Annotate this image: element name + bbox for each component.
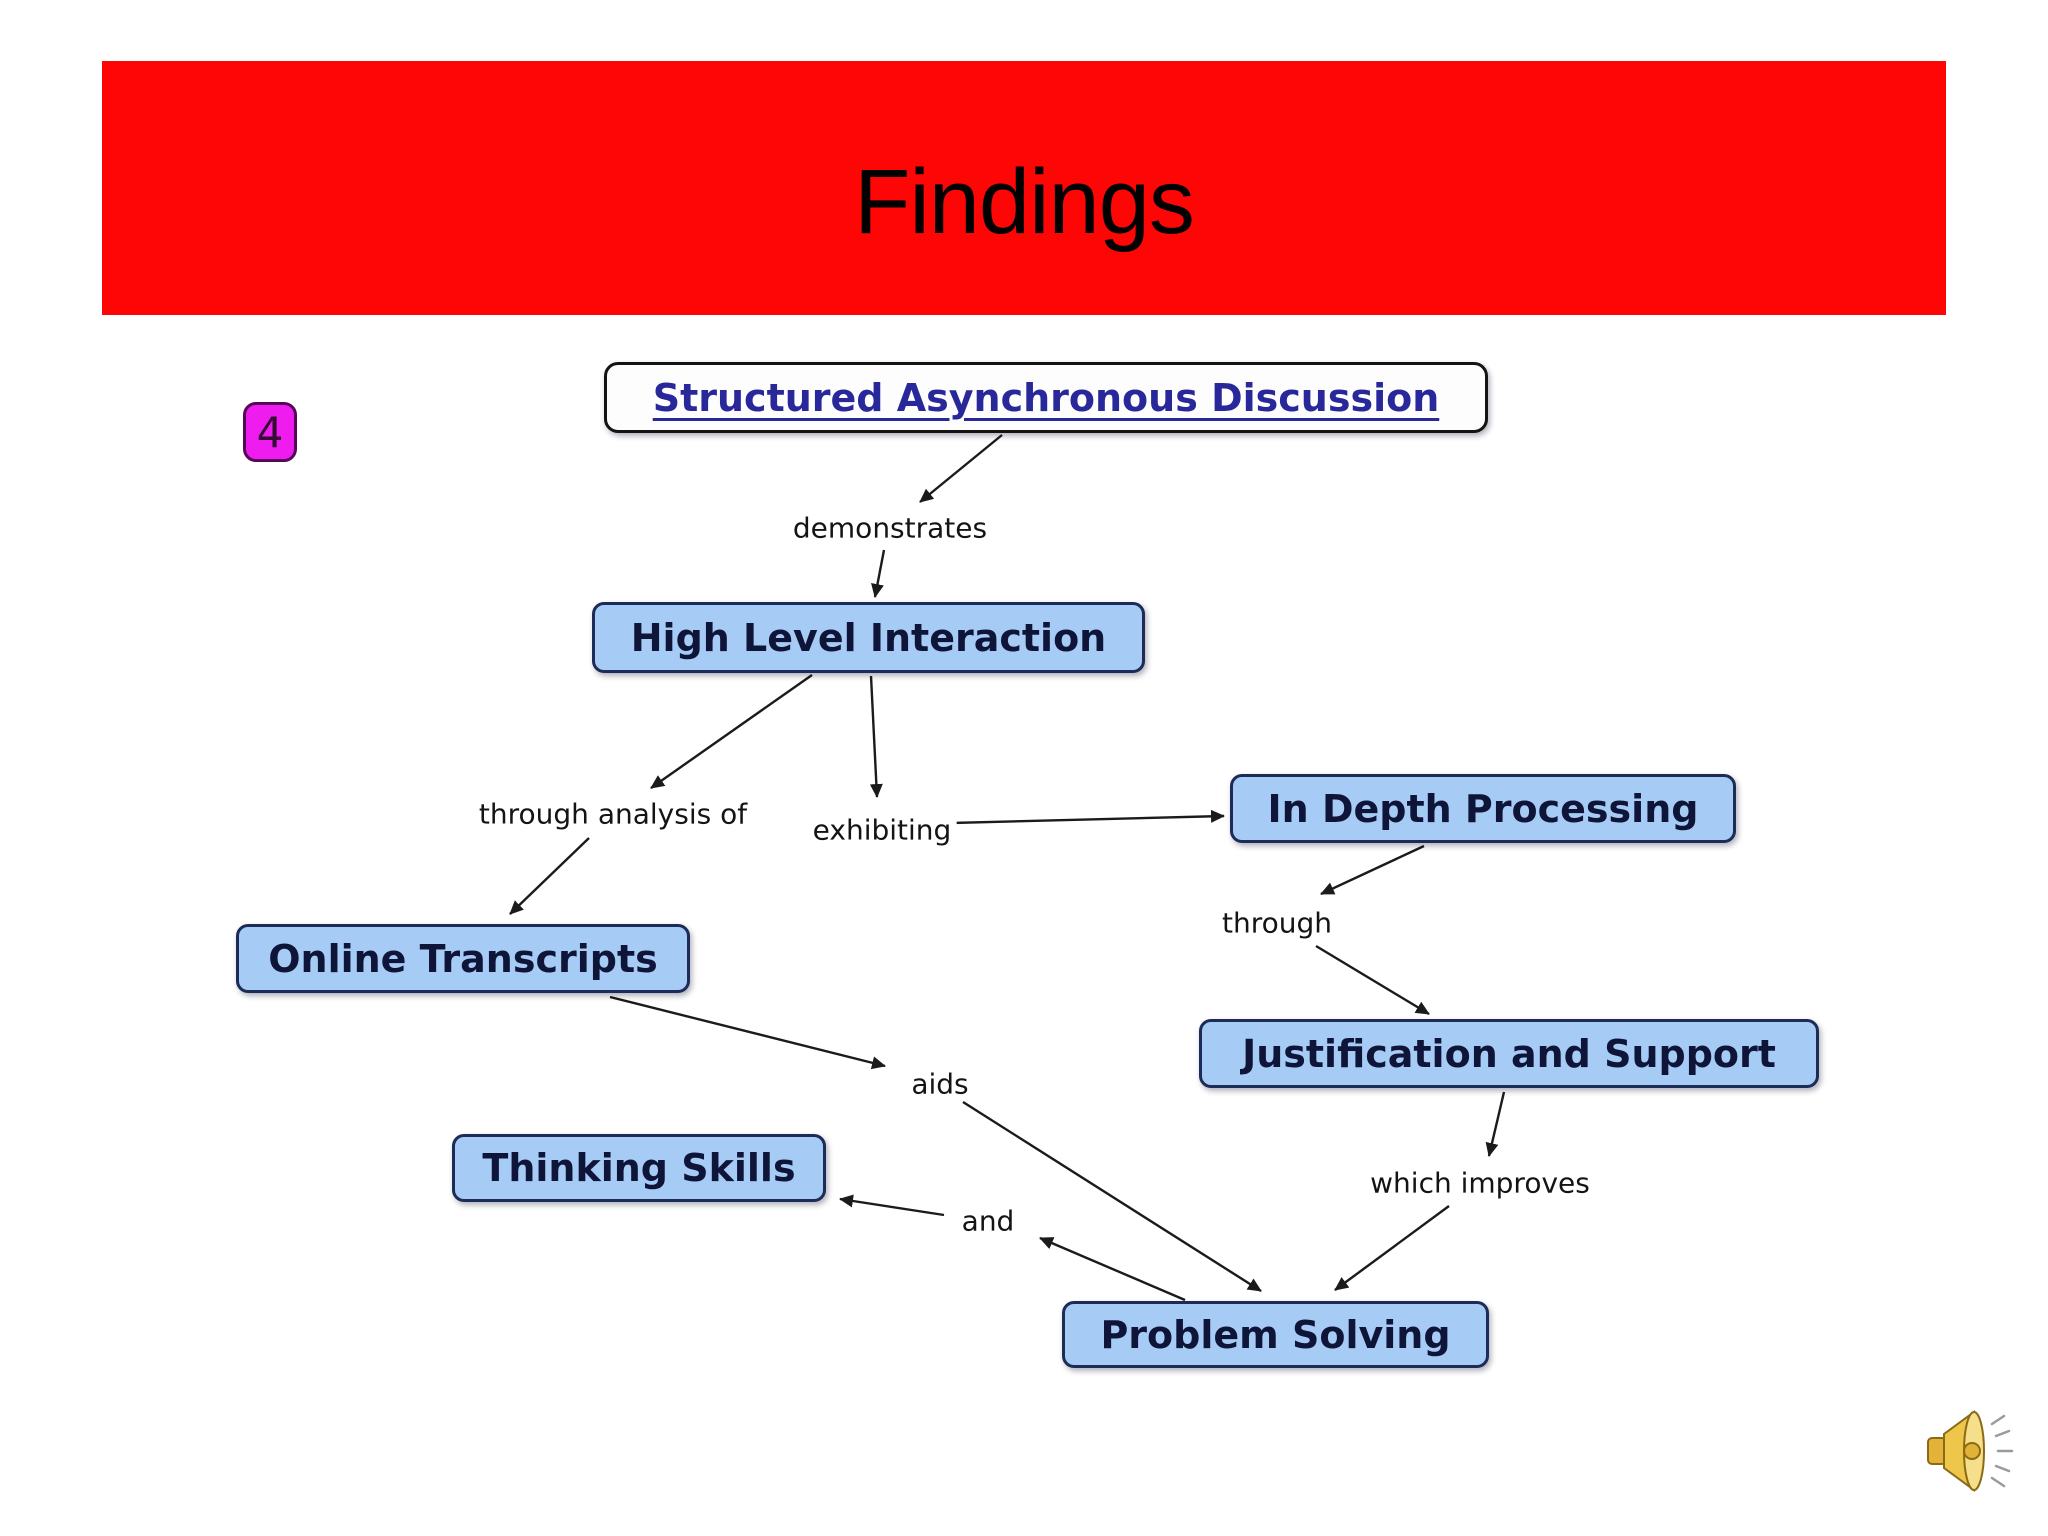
link-label-which-improves: which improves [1365,1166,1595,1200]
node-in-depth-processing: In Depth Processing [1230,774,1736,843]
link-label-through-analysis-of: through analysis of [473,797,753,831]
speaker-icon [1927,1410,2014,1492]
arrow-ot-to-aids [609,995,886,1070]
arrow-demonstrates-to-hli [871,549,886,598]
node-justification-and-support: Justification and Support [1199,1019,1819,1088]
arrow-idp-to-through [1320,844,1425,896]
node-high-level-interaction: High Level Interaction [592,602,1145,673]
arrow-which-improves-to-ps [1334,1205,1450,1291]
arrow-root-to-demonstrates [919,434,1003,503]
arrow-through-analysis-to-ot [509,837,590,915]
arrow-exhibiting-to-idp [911,809,1225,826]
arrow-hli-to-exhibiting [869,675,883,798]
arrow-through-to-js [1315,944,1430,1016]
arrow-and-to-thinking-skills [839,1194,945,1217]
link-label-through: through [1216,906,1338,940]
title-banner: Findings [102,61,1946,315]
slide-title: Findings [854,150,1195,253]
link-label-demonstrates: demonstrates [787,511,993,545]
node-thinking-skills: Thinking Skills [452,1134,826,1202]
node-online-transcripts: Online Transcripts [236,924,690,993]
audio-button[interactable] [1912,1402,2028,1506]
node-problem-solving: Problem Solving [1062,1301,1489,1368]
link-label-aids: aids [906,1067,974,1101]
arrow-aids-to-ps [962,1100,1262,1293]
page-number-badge: 4 [243,402,297,462]
link-label-and: and [956,1204,1020,1238]
arrow-hli-to-through-analysis [650,674,813,789]
link-label-exhibiting: exhibiting [807,813,957,847]
arrow-ps-branch-to-and [1039,1236,1186,1302]
arrow-js-to-which-improves [1485,1091,1506,1157]
node-structured-asynchronous-discussion[interactable]: Structured Asynchronous Discussion [604,362,1488,433]
